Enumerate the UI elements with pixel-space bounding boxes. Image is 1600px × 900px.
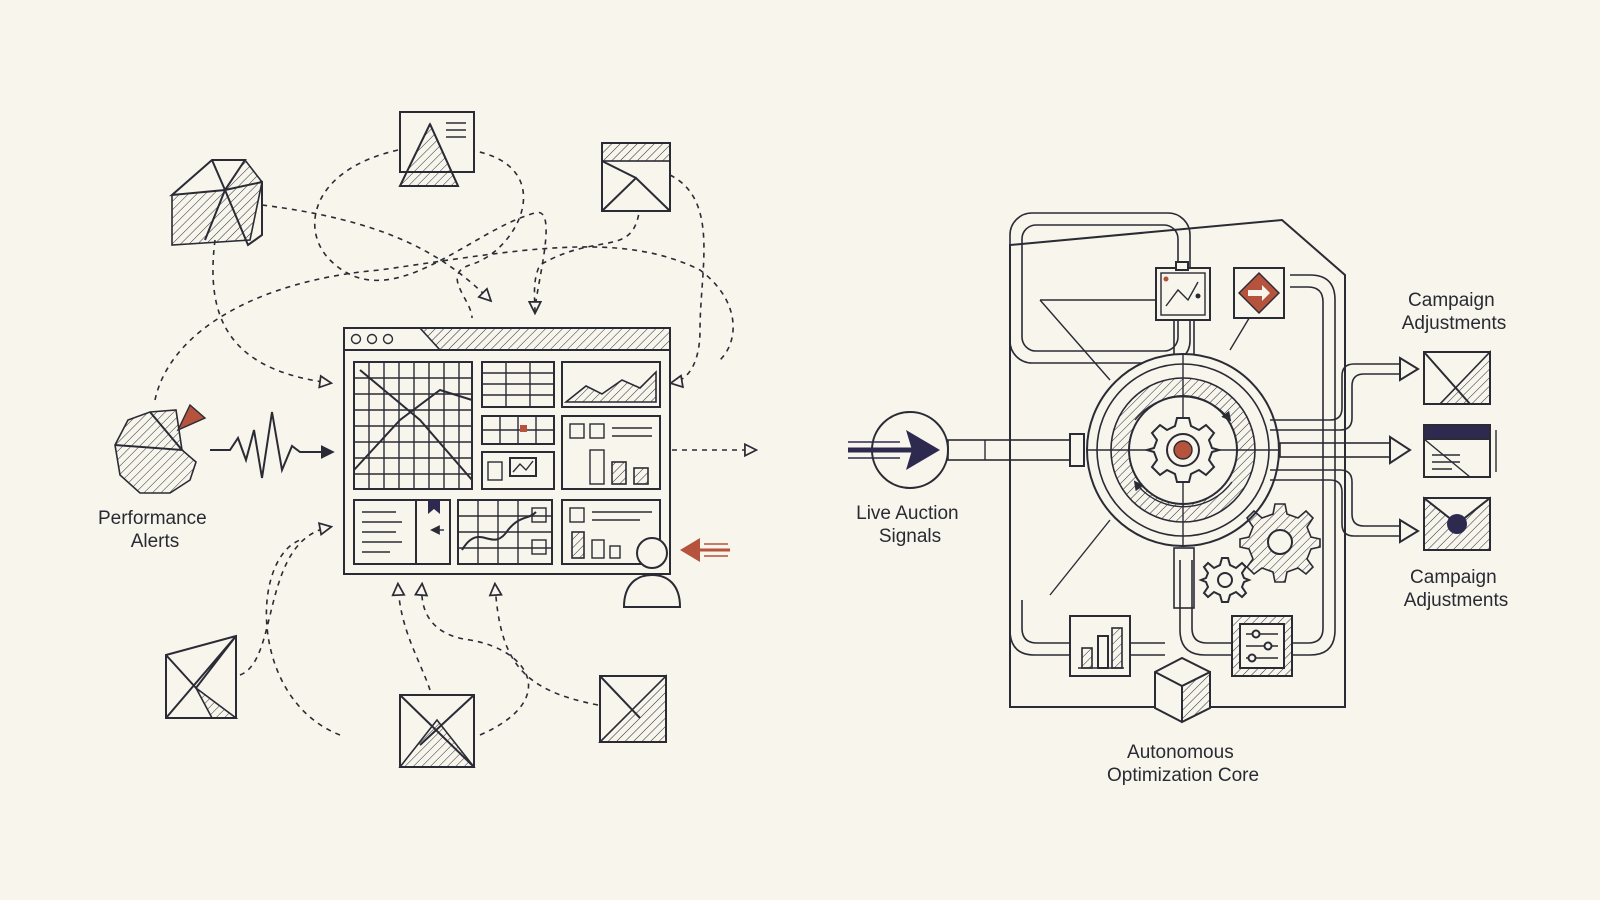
- alert-flag-icon: [176, 403, 207, 432]
- heartbeat-signal-icon: [210, 411, 335, 479]
- cube-icon: [1154, 656, 1211, 724]
- campaign-adjustments-bottom-label: Campaign Adjustments: [1404, 567, 1509, 611]
- autonomous-core-label: Autonomous Optimization Core: [1107, 742, 1259, 786]
- origami-cube-icon: [169, 159, 263, 247]
- pie-chart-icon: [114, 403, 207, 494]
- gear-icon: [1143, 417, 1223, 483]
- origami-plane-icon: [165, 634, 239, 719]
- adjustment-card-middle-icon: [1423, 424, 1497, 478]
- adjustment-card-top-icon: [1423, 350, 1491, 405]
- decision-diamond-icon: [1233, 267, 1285, 319]
- gear-small-icon: [1198, 557, 1252, 603]
- network-chart-node-icon: [1155, 261, 1211, 321]
- bar-chart-node-icon: [1069, 615, 1131, 677]
- live-auction-signals-label: Live Auction Signals: [856, 503, 964, 547]
- dashboard-window-icon: [343, 327, 671, 575]
- card-diagonal-icon: [598, 674, 667, 743]
- gear-large-icon: [1239, 503, 1321, 583]
- envelope-box-icon: [398, 694, 476, 768]
- document-triangle-icon: [398, 111, 475, 187]
- optimization-machine: [947, 212, 1420, 724]
- live-auction-signal-icon: [848, 411, 949, 489]
- document-card-icon: [601, 142, 671, 212]
- dashed-connectors: [154, 149, 755, 736]
- envelope-card-icon: [1423, 496, 1491, 551]
- campaign-adjustments-top-label: Campaign Adjustments: [1402, 290, 1507, 334]
- user-icon: [622, 537, 730, 608]
- performance-alerts-label: Performance Alerts: [98, 508, 212, 552]
- settings-sliders-node-icon: [1231, 615, 1293, 677]
